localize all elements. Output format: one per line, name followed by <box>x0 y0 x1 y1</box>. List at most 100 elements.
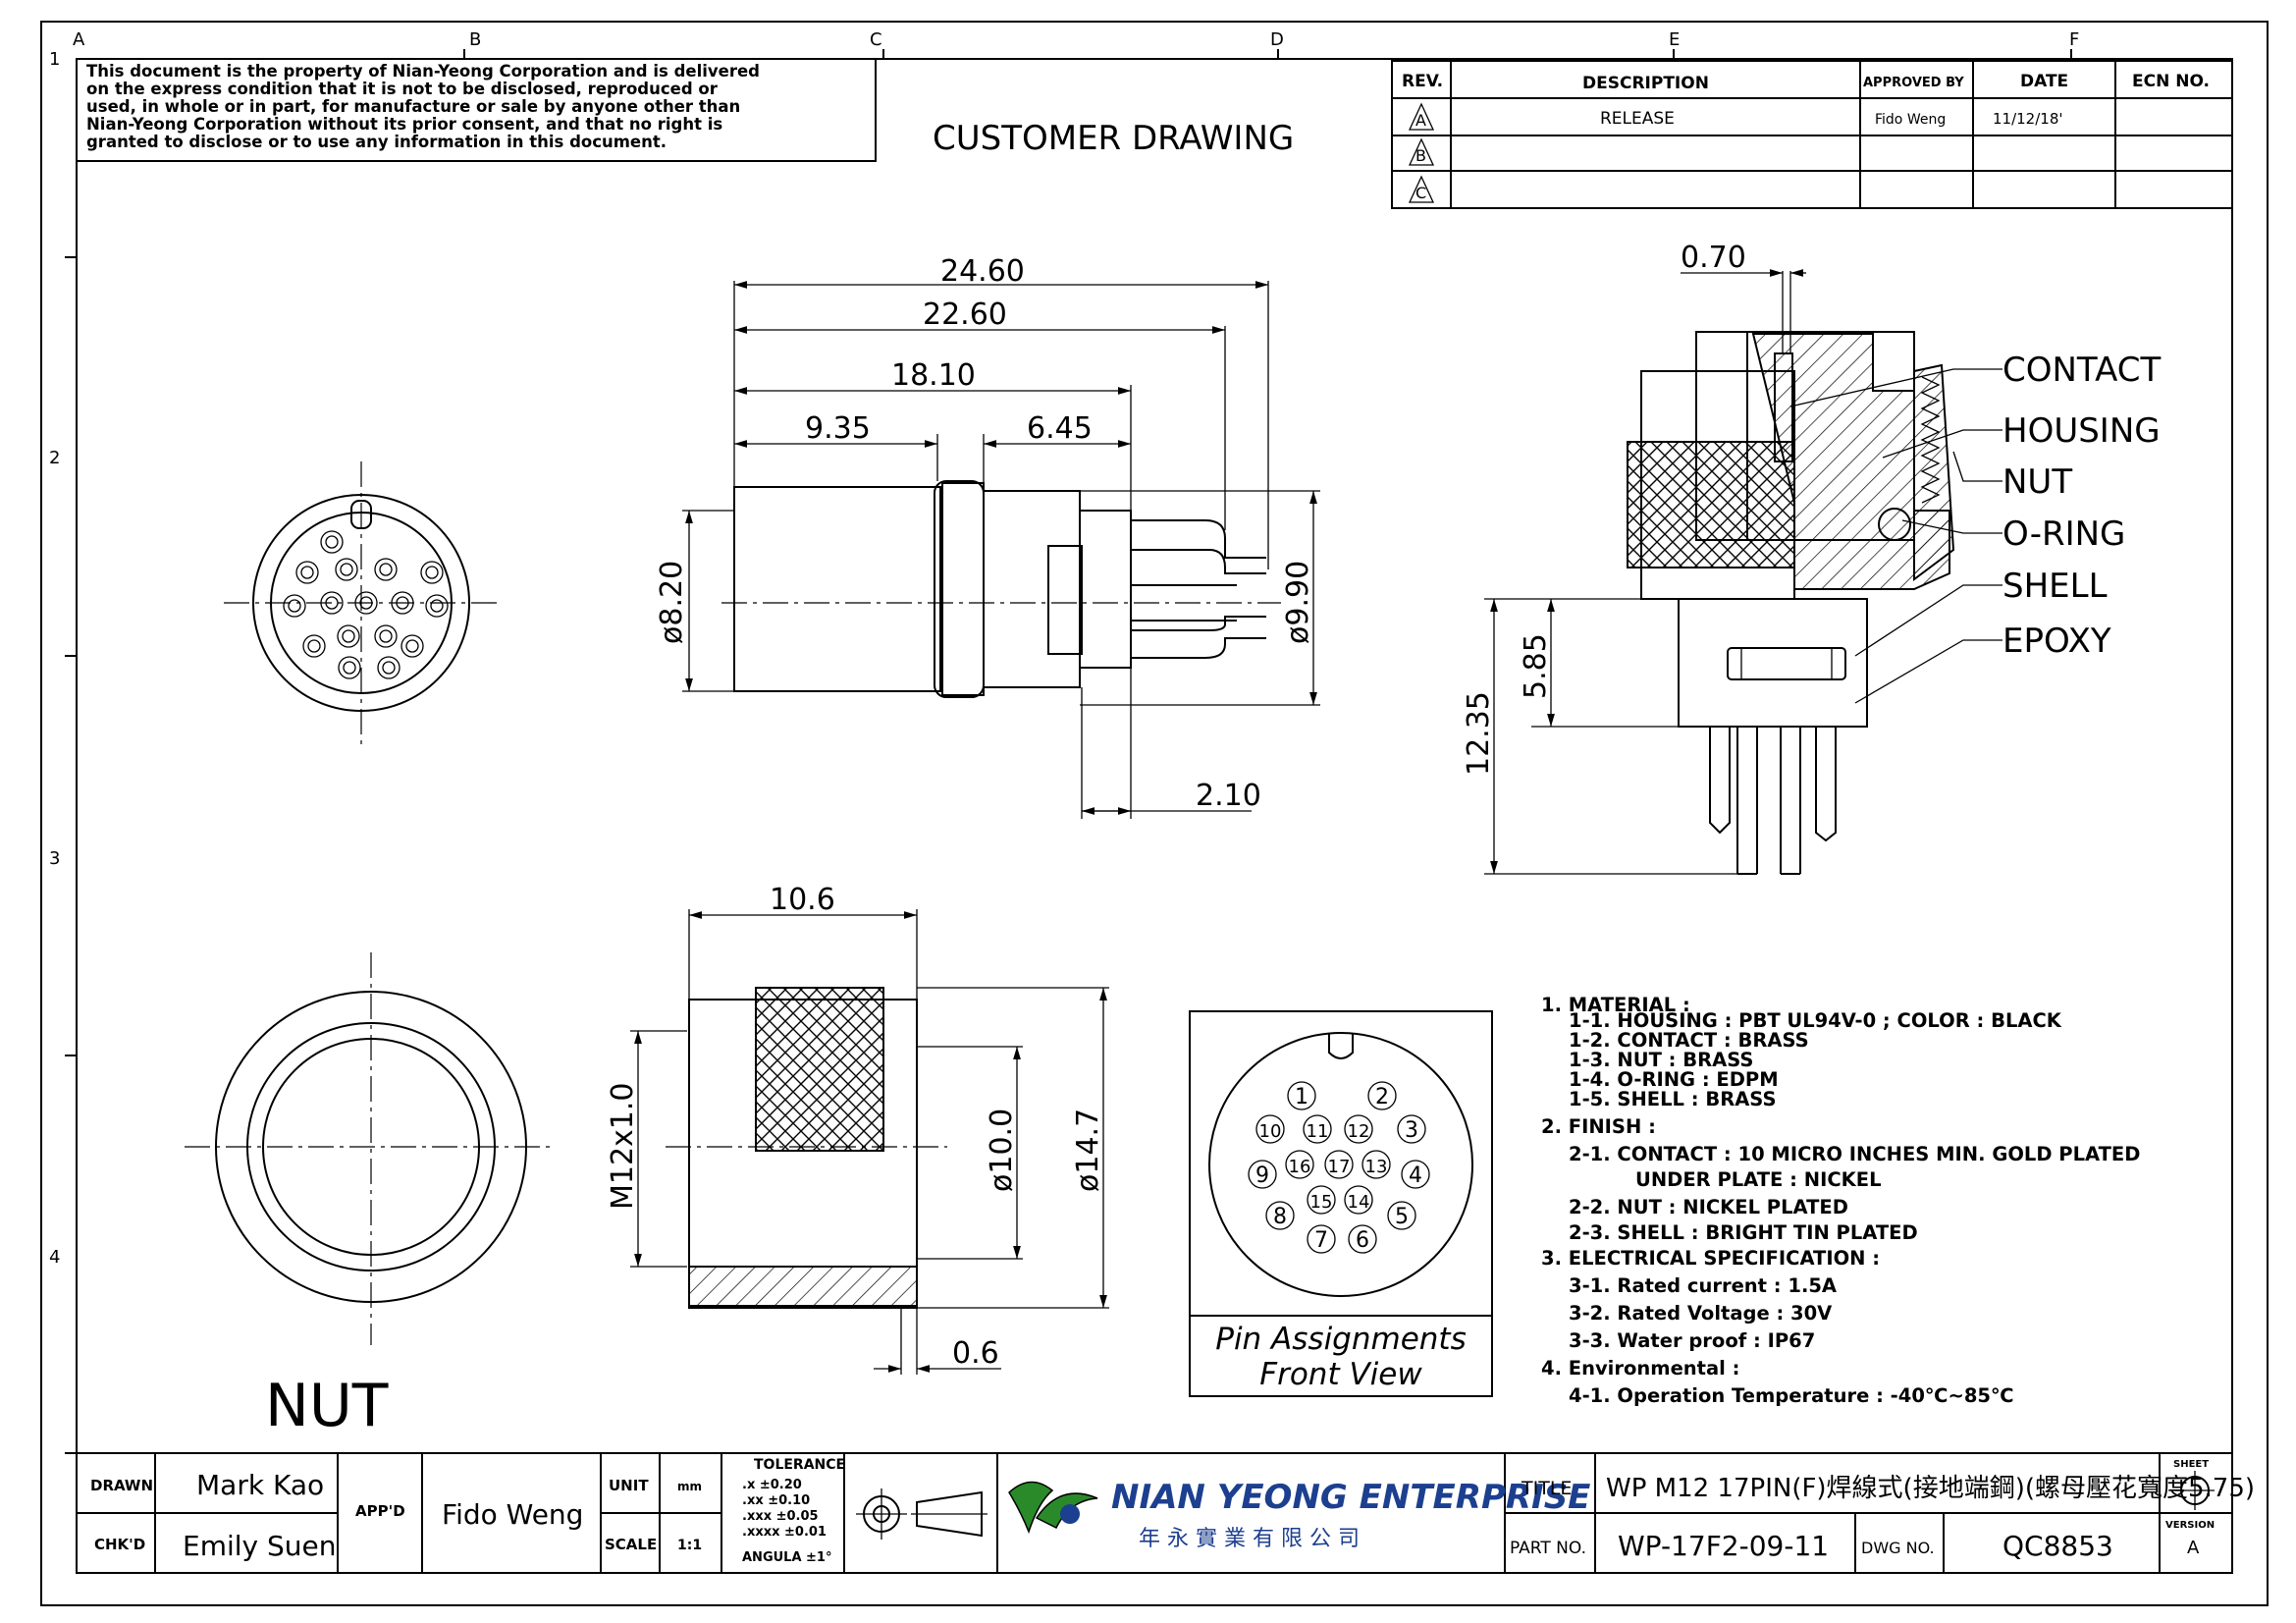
callout-nut: NUT <box>2002 462 2072 502</box>
pin-number: 2 <box>1375 1085 1389 1109</box>
rev-date: 11/12/18' <box>1993 110 2063 128</box>
rev-row: B <box>1408 137 1435 166</box>
zone-number: 4 <box>49 1247 60 1268</box>
zone-letter: A <box>73 29 85 50</box>
label-scale: SCALE <box>605 1536 657 1553</box>
nut-side-view <box>666 987 947 1309</box>
note-line: 3-2. Rated Voltage : 30V <box>1569 1302 1832 1325</box>
label-drawn: DRAWN <box>90 1477 153 1494</box>
scale-value: 1:1 <box>677 1538 702 1553</box>
notice-line: used, in whole or in part, for manufactu… <box>86 97 740 116</box>
dim-label: 0.70 <box>1681 241 1746 275</box>
pin-number: 13 <box>1365 1157 1388 1177</box>
dim-label: 18.10 <box>891 358 976 393</box>
dimensions-side-view: 24.60 22.60 18.10 9.35 6.45 2.10 ø8.20 ø… <box>655 254 1320 819</box>
sheet-frame <box>40 21 2269 1606</box>
zone-letter: F <box>2069 29 2079 50</box>
company-name-cn: 年 永 實 業 有 限 公 司 <box>1139 1527 1360 1551</box>
revision-table: REV. DESCRIPTION APPROVED BY DATE ECN NO… <box>1391 60 2233 209</box>
confidentiality-notice: This document is the property of Nian-Ye… <box>76 58 877 162</box>
note-line: 2. FINISH : <box>1541 1115 1656 1138</box>
dim-label: ø10.0 <box>985 1109 1019 1192</box>
notice-line: This document is the property of Nian-Ye… <box>86 62 760 81</box>
label-part-no: PART NO. <box>1510 1539 1586 1558</box>
note-line: UNDER PLATE : NICKEL <box>1635 1168 1882 1191</box>
label-version: VERSION <box>2165 1520 2215 1531</box>
note-line: 4. Environmental : <box>1541 1357 1739 1380</box>
label-unit: UNIT <box>609 1477 649 1494</box>
rev-header: DESCRIPTION <box>1582 74 1709 93</box>
tolerance-line: .xxxx ±0.01 <box>742 1525 827 1540</box>
connector-side-view <box>721 480 1281 698</box>
callout-housing: HOUSING <box>2002 411 2161 451</box>
pin-number: 14 <box>1348 1192 1370 1213</box>
pin-caption: Pin Assignments <box>1215 1322 1466 1357</box>
label-title: TITLE <box>1521 1478 1572 1499</box>
dim-label: 6.45 <box>1027 411 1093 446</box>
rev-letter: A <box>1415 111 1426 130</box>
tolerance-line: .xx ±0.10 <box>742 1493 810 1508</box>
pin-number: 9 <box>1255 1163 1269 1188</box>
note-line: 2-2. NUT : NICKEL PLATED <box>1569 1196 1848 1218</box>
tolerance-title: TOLERANCE <box>754 1457 845 1473</box>
zone-number: 3 <box>49 848 60 869</box>
dim-label: 22.60 <box>923 298 1007 332</box>
tolerance-line: .xxx ±0.05 <box>742 1509 819 1524</box>
rev-letter: C <box>1415 184 1426 202</box>
callout-o-ring: O-RING <box>2002 514 2125 554</box>
pin-number: 5 <box>1395 1205 1409 1229</box>
pin-number: 7 <box>1314 1228 1328 1253</box>
dim-label: ø8.20 <box>655 561 689 644</box>
pin-number: 1 <box>1295 1085 1308 1109</box>
note-line: 2-3. SHELL : BRIGHT TIN PLATED <box>1569 1221 1918 1244</box>
tolerance-line: ANGULA ±1° <box>742 1550 831 1565</box>
tolerance-line: .x ±0.20 <box>742 1478 802 1492</box>
rev-header: ECN NO. <box>2132 72 2210 91</box>
rev-header: APPROVED BY <box>1863 76 1964 90</box>
note-line: 1-2. CONTACT : BRASS <box>1569 1029 1809 1052</box>
chkd-name: Emily Suen <box>183 1530 337 1562</box>
dim-label: 9.35 <box>805 411 871 446</box>
pin-number: 10 <box>1259 1121 1282 1142</box>
unit-value: mm <box>677 1480 702 1493</box>
notice-line: on the express condition that it is not … <box>86 80 719 98</box>
note-line: 2-1. CONTACT : 10 MICRO INCHES MIN. GOLD… <box>1569 1143 2140 1165</box>
note-line: 3-3. Water proof : IP67 <box>1569 1329 1815 1352</box>
note-line: 1-3. NUT : BRASS <box>1569 1049 1753 1071</box>
dim-label: ø14.7 <box>1071 1109 1105 1192</box>
sheet-symbol-icon <box>2175 1471 2215 1510</box>
note-line: 3-1. Rated current : 1.5A <box>1569 1274 1837 1297</box>
dim-label: 24.60 <box>940 254 1025 289</box>
part-number: WP-17F2-09-11 <box>1618 1530 1829 1562</box>
rev-letter: B <box>1415 146 1426 165</box>
dimensions-nut-view: 10.6 0.6 M12x1.0 ø10.0 ø14.7 <box>606 883 1109 1375</box>
label-dwg-no: DWG NO. <box>1861 1539 1935 1557</box>
pin-number: 8 <box>1273 1205 1287 1229</box>
label-chkd: CHK'D <box>94 1536 145 1553</box>
projection-symbol-icon <box>856 1488 988 1540</box>
specification-notes: 1. MATERIAL : 1-1. HOUSING : PBT UL94V-0… <box>1541 994 2140 1407</box>
note-line: 1. MATERIAL : <box>1541 994 1690 1016</box>
company-logo-icon <box>1008 1481 1098 1535</box>
zone-number: 2 <box>49 448 60 468</box>
rev-row: C <box>1408 175 1435 203</box>
pin-number: 11 <box>1307 1121 1329 1142</box>
dim-label: 12.35 <box>1462 691 1496 776</box>
note-line: 4-1. Operation Temperature : -40℃~85℃ <box>1569 1384 2014 1407</box>
zone-letter: E <box>1669 29 1680 50</box>
label-sheet: SHEET <box>2173 1459 2209 1470</box>
zone-letter: D <box>1270 29 1284 50</box>
zone-letters: A B C D E F 1 2 3 4 <box>49 29 2079 1268</box>
appd-name: Fido Weng <box>442 1498 583 1531</box>
pin-caption: Front View <box>1259 1357 1422 1392</box>
drawing-heading: CUSTOMER DRAWING <box>933 119 1294 158</box>
company-name: NIAN YEONG ENTERPRISE <box>1111 1478 1590 1517</box>
rev-approved: Fido Weng <box>1875 112 1946 128</box>
title-block: DRAWN CHK'D APP'D UNIT SCALE mm 1:1 TOLE… <box>76 1452 2255 1574</box>
notice-line: granted to disclose or to use any inform… <box>86 133 667 151</box>
note-line: 1-1. HOUSING : PBT UL94V-0 ; COLOR : BLA… <box>1569 1009 2062 1032</box>
note-line: 3. ELECTRICAL SPECIFICATION : <box>1541 1247 1880 1270</box>
dim-label: 0.6 <box>952 1336 999 1371</box>
pin-assignments-box: 1 2 3 4 5 6 7 8 9 10 11 12 13 14 15 16 1… <box>1189 1010 1493 1397</box>
